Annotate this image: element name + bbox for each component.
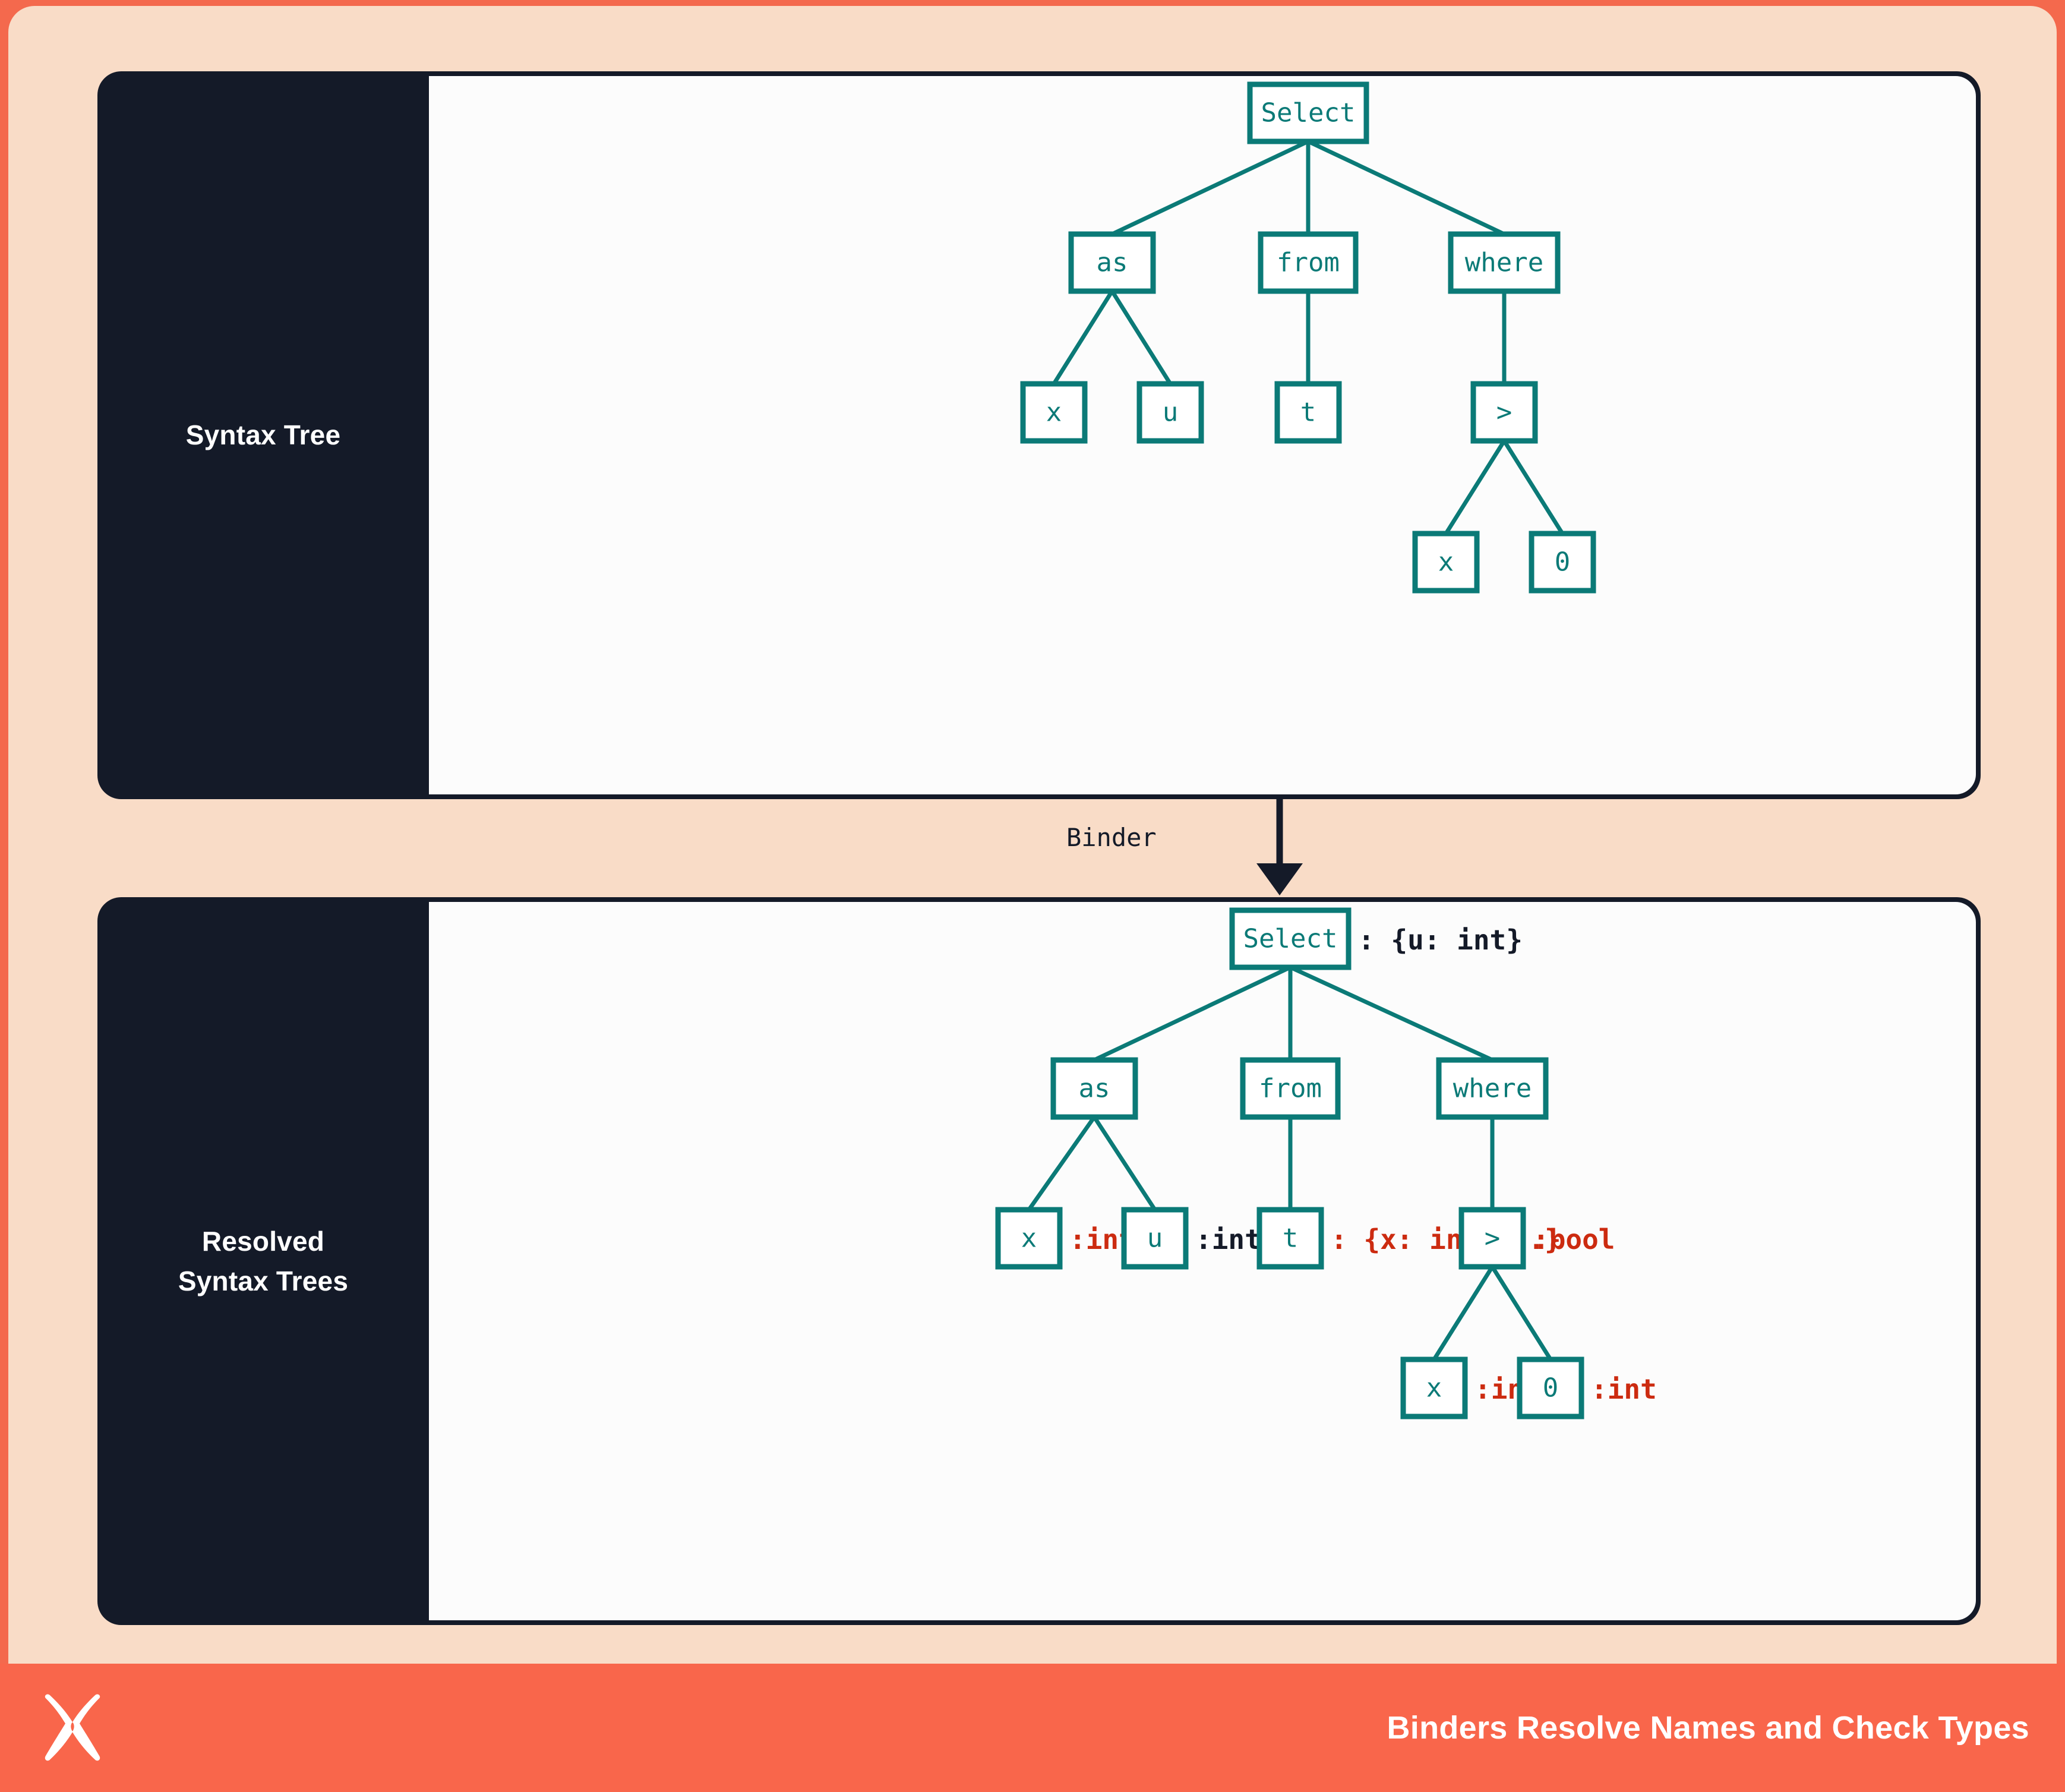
tree-node[interactable]: x xyxy=(1412,531,1480,594)
tree-node[interactable]: x:int xyxy=(995,1207,1135,1270)
tree-edge xyxy=(1491,1266,1552,1361)
tree-edges xyxy=(1027,965,1552,1361)
tree-node-type-annotation: :bool xyxy=(1533,1223,1615,1255)
tree-node-label: u xyxy=(1163,397,1179,428)
tree-node-box[interactable] xyxy=(1436,1057,1549,1120)
tree-node-box[interactable] xyxy=(1458,1207,1526,1270)
binder-transition: Binder xyxy=(97,799,1981,897)
tree-node-box[interactable] xyxy=(1400,1356,1468,1419)
tree-node-box[interactable] xyxy=(1529,531,1596,594)
tree-node-label: x xyxy=(1021,1223,1037,1254)
tree-edge xyxy=(1432,1266,1494,1361)
tree-node[interactable]: 0 xyxy=(1529,531,1596,594)
tree-node-label: > xyxy=(1496,397,1513,428)
footer-caption: Binders Resolve Names and Check Types xyxy=(1387,1710,2029,1746)
tree-node[interactable]: Select : {u: int} xyxy=(1229,907,1523,970)
tree-node-box[interactable] xyxy=(1068,231,1156,294)
tree-node-box[interactable] xyxy=(1412,531,1480,594)
tree-node-box[interactable] xyxy=(1517,1356,1584,1419)
tree-node-box[interactable] xyxy=(1256,1207,1324,1270)
tree-edge xyxy=(1111,139,1309,236)
tree-node-box[interactable] xyxy=(1229,907,1352,970)
tree-node[interactable]: from xyxy=(1258,231,1359,294)
tree-edge xyxy=(1027,1115,1096,1212)
tree-edge xyxy=(1444,440,1506,535)
tree-node[interactable]: u xyxy=(1136,381,1204,444)
tree-edge xyxy=(1110,290,1172,385)
tree-node-box[interactable] xyxy=(995,1207,1063,1270)
tree-node-label: from xyxy=(1277,248,1340,278)
tree-node-label: as xyxy=(1097,248,1128,278)
tree-edge xyxy=(1052,290,1114,385)
tree-node[interactable]: Select xyxy=(1247,81,1369,144)
tree-node-box[interactable] xyxy=(1136,381,1204,444)
tree-node-label: x xyxy=(1046,397,1062,428)
tree-node-label: x xyxy=(1438,547,1454,578)
tree-node[interactable]: where xyxy=(1448,231,1561,294)
tree-node-label: t xyxy=(1283,1223,1299,1254)
tree-edge xyxy=(1502,440,1564,535)
butterfly-x-logo-icon xyxy=(45,1694,100,1761)
tree-node-box[interactable] xyxy=(1258,231,1359,294)
binder-arrow-icon xyxy=(1256,799,1303,895)
tree-node-box[interactable] xyxy=(1274,381,1342,444)
tree-node[interactable]: > xyxy=(1470,381,1538,444)
tree-node-label: x xyxy=(1426,1373,1442,1403)
tree-node-box[interactable] xyxy=(1247,81,1369,144)
panel-label-line-1: Syntax Trees xyxy=(178,1265,349,1296)
tree-node[interactable]: > :bool xyxy=(1458,1207,1615,1270)
binder-label: Binder xyxy=(1066,823,1157,852)
tree-edge xyxy=(1307,139,1505,236)
panel-label-resolved-syntax-trees: Resolved Syntax Trees xyxy=(97,897,429,1625)
tree-node-box[interactable] xyxy=(1020,381,1088,444)
panel-resolved-syntax-trees: Resolved Syntax Trees Select : {u: int} as… xyxy=(97,897,1981,1625)
tree-node-box[interactable] xyxy=(1470,381,1538,444)
tree-edges xyxy=(1052,139,1564,535)
tree-node-label: from xyxy=(1259,1074,1322,1104)
tree-node[interactable]: x xyxy=(1020,381,1088,444)
tree-node-label: 0 xyxy=(1555,547,1571,578)
syntax-tree-graph: Select as from where x u t > x 0 xyxy=(1020,81,1596,594)
tree-edge xyxy=(1289,965,1494,1062)
tree-node[interactable]: from xyxy=(1240,1057,1341,1120)
tree-node-label: Select xyxy=(1243,924,1338,954)
panel-label-syntax-tree: Syntax Tree xyxy=(97,71,429,799)
panel-canvas-syntax-tree: Select as from where x u t > x 0 xyxy=(429,76,1976,794)
tree-node[interactable]: where xyxy=(1436,1057,1549,1120)
tree-node-box[interactable] xyxy=(1050,1057,1138,1120)
tree-node-box[interactable] xyxy=(1240,1057,1341,1120)
tree-node-label: t xyxy=(1300,397,1316,428)
panel-label-line-0: Resolved xyxy=(201,1225,325,1257)
tree-node-box[interactable] xyxy=(1448,231,1561,294)
tree-edge xyxy=(1093,965,1292,1062)
tree-node-box[interactable] xyxy=(1121,1207,1189,1270)
tree-node-type-annotation: :int xyxy=(1195,1223,1261,1255)
tree-edge xyxy=(1093,1116,1157,1211)
tree-node[interactable]: u :int xyxy=(1121,1207,1261,1270)
panel-label-line-0: Syntax Tree xyxy=(185,419,341,451)
footer-bar: Binders Resolve Names and Check Types xyxy=(0,1664,2065,1792)
tree-node-type-annotation: : {u: int} xyxy=(1358,924,1523,956)
tree-node-type-annotation: :int xyxy=(1591,1373,1657,1405)
panel-syntax-tree: Syntax Tree Select as from where x u t > x 0 xyxy=(97,71,1981,799)
tree-node-label: where xyxy=(1453,1074,1532,1104)
slide-canvas: Syntax Tree Select as from where x u t > x 0 Bind… xyxy=(8,6,2057,1670)
tree-node-label: as xyxy=(1079,1074,1110,1104)
tree-node[interactable]: 0 :int xyxy=(1517,1356,1657,1419)
tree-node-type-annotation: : {x: int,...} xyxy=(1331,1223,1561,1255)
tree-node[interactable]: t xyxy=(1274,381,1342,444)
tree-node-label: where xyxy=(1465,248,1543,278)
tree-node-label: 0 xyxy=(1543,1373,1559,1403)
tree-node[interactable]: as xyxy=(1068,231,1156,294)
tree-node-label: Select xyxy=(1261,98,1356,128)
tree-node[interactable]: as xyxy=(1050,1057,1138,1120)
tree-node-label: u xyxy=(1147,1223,1163,1254)
tree-node-label: > xyxy=(1485,1223,1501,1254)
